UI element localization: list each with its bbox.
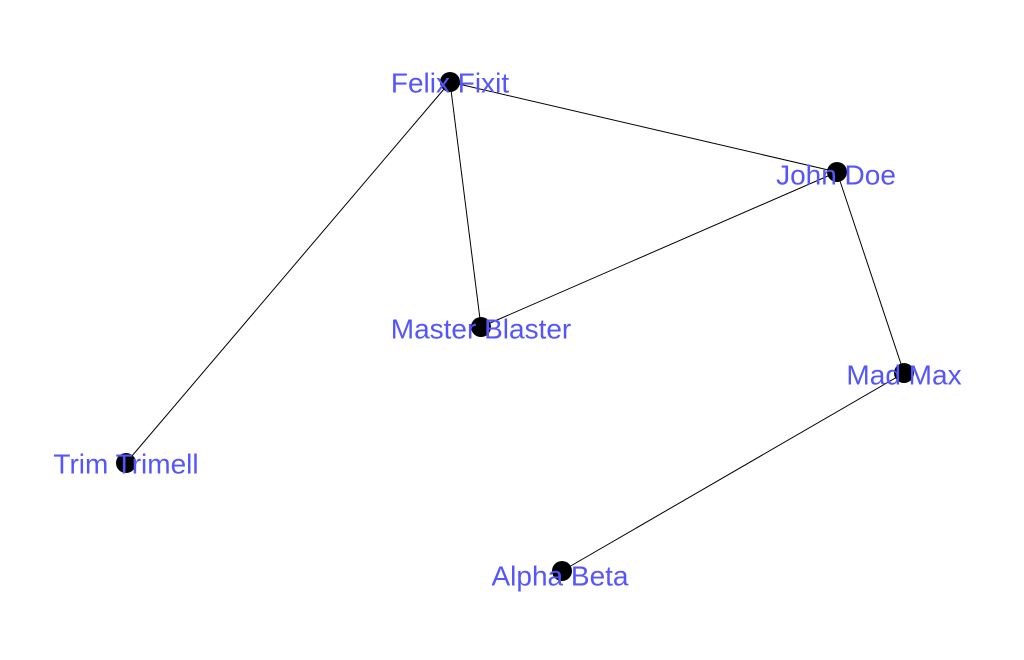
edge-john-master bbox=[480, 171, 838, 328]
node-felix[interactable]: Felix Fixit bbox=[391, 67, 509, 98]
node-label-felix: Felix Fixit bbox=[391, 67, 509, 98]
node-master[interactable]: Master Blaster bbox=[391, 313, 572, 344]
node-label-trim: Trim Trimell bbox=[53, 448, 198, 479]
node-john[interactable]: John Doe bbox=[776, 159, 896, 190]
node-dot-master[interactable] bbox=[471, 317, 491, 337]
node-mad[interactable]: Mad Max bbox=[846, 359, 961, 390]
node-label-mad: Mad Max bbox=[846, 359, 961, 390]
node-dot-john[interactable] bbox=[827, 162, 847, 182]
edge-mad-alpha bbox=[561, 372, 905, 572]
edge-john-mad bbox=[836, 171, 905, 374]
node-dot-alpha[interactable] bbox=[552, 561, 572, 581]
node-dot-felix[interactable] bbox=[440, 72, 460, 92]
edge-felix-john bbox=[449, 81, 838, 173]
edge-felix-trim bbox=[125, 81, 451, 464]
node-dot-trim[interactable] bbox=[116, 453, 136, 473]
node-label-john: John Doe bbox=[776, 159, 896, 190]
node-alpha[interactable]: Alpha Beta bbox=[492, 560, 629, 591]
node-dot-mad[interactable] bbox=[894, 363, 914, 383]
node-trim[interactable]: Trim Trimell bbox=[53, 448, 198, 479]
node-label-alpha: Alpha Beta bbox=[492, 560, 629, 591]
edge-felix-master bbox=[449, 81, 482, 328]
node-label-master: Master Blaster bbox=[391, 313, 572, 344]
edges-layer bbox=[125, 81, 905, 572]
